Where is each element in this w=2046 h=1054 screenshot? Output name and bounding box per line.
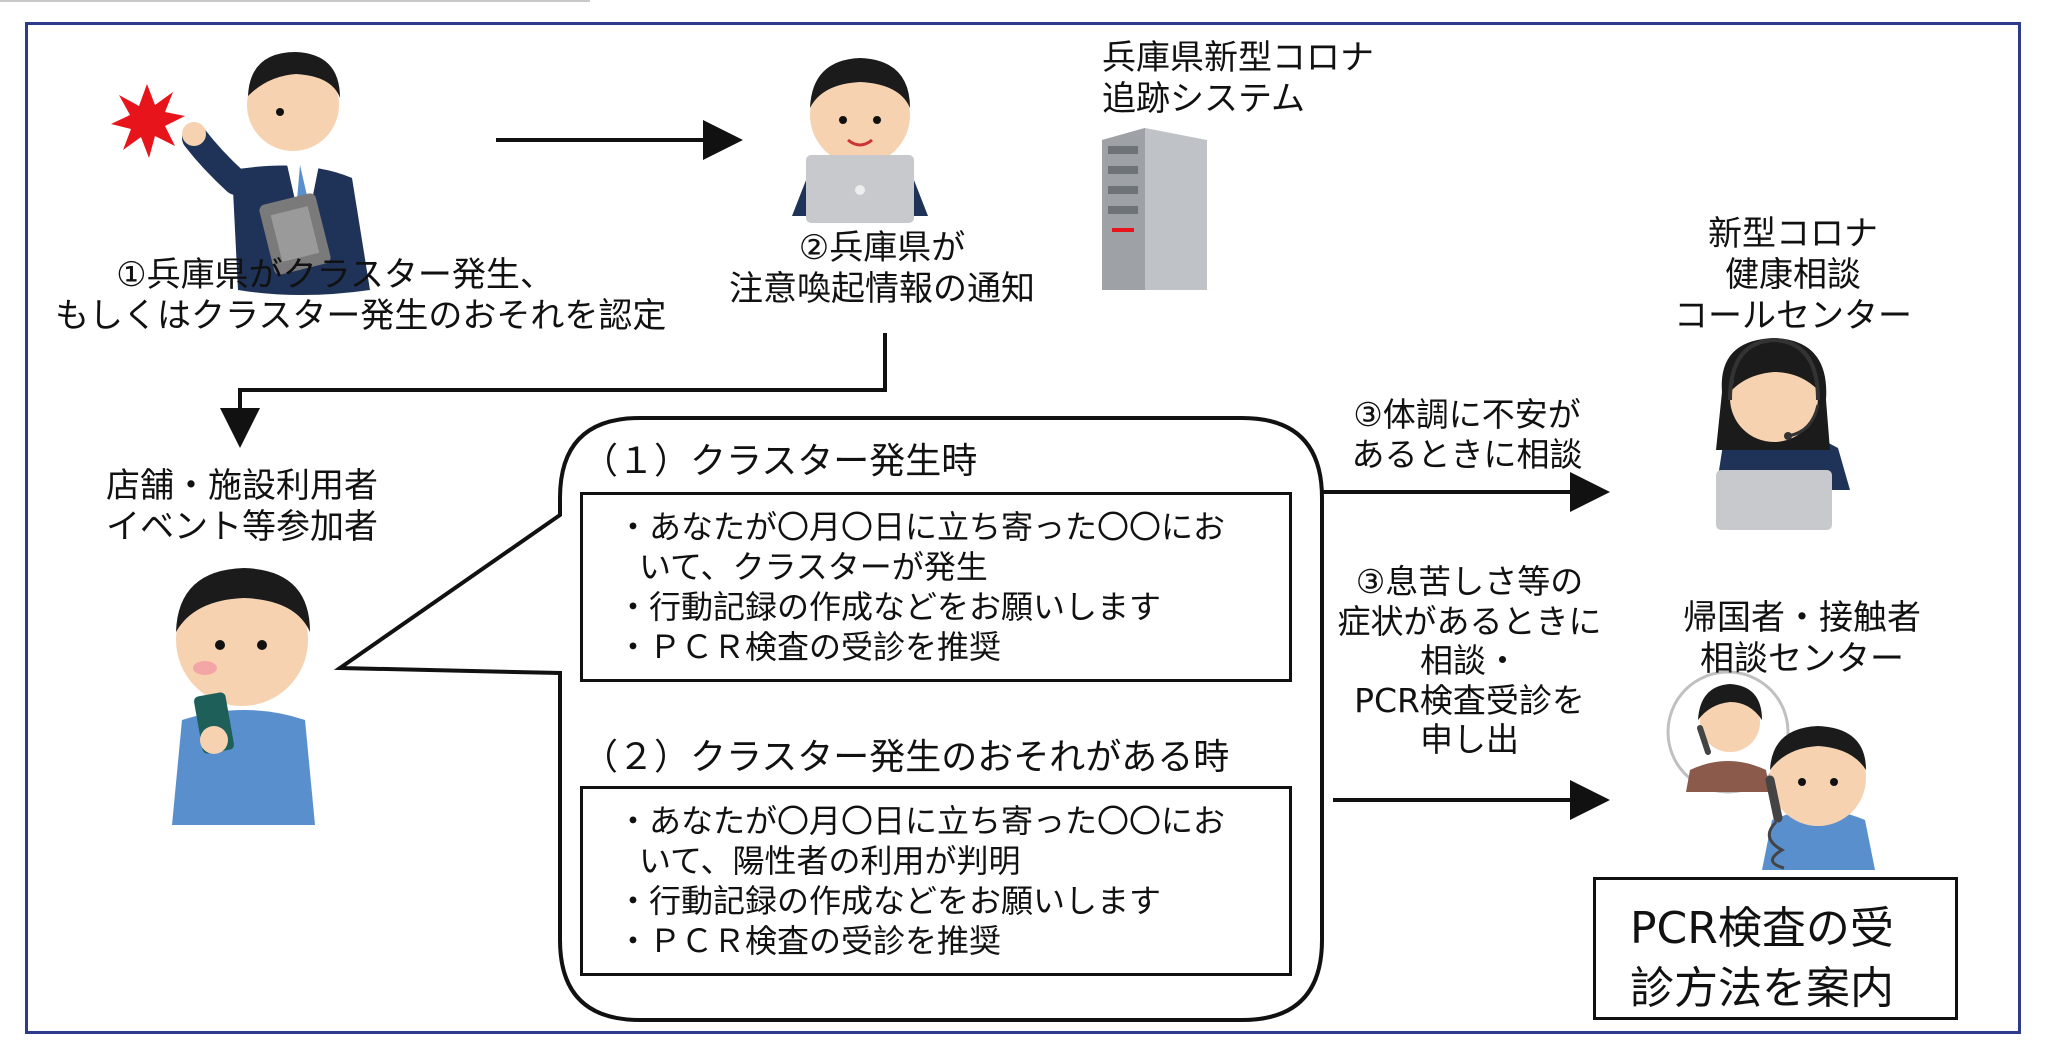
case2-line: ・あなたが〇月〇日に立ち寄った〇〇にお	[617, 802, 1226, 840]
red-burst-icon	[111, 84, 185, 158]
case1-message-box: ・あなたが〇月〇日に立ち寄った〇〇にお いて、クラスターが発生 ・行動記録の作成…	[580, 492, 1292, 682]
case2-line: ・行動記録の作成などをお願いします	[617, 882, 1162, 920]
arrow-step2-to-user	[220, 333, 887, 448]
pcr-guidance-line: PCR検査の受	[1630, 903, 1894, 954]
headset-operator-icon	[1716, 337, 1850, 530]
pointing-official-icon	[182, 52, 370, 295]
phone-consultation-icon	[1666, 670, 1875, 870]
case1-line: いて、クラスターが発生	[639, 548, 988, 586]
case1-title: （１）クラスター発生時	[582, 441, 978, 482]
laptop-worker-icon	[792, 58, 928, 223]
step2-label: ②兵庫県が注意喚起情報の通知	[729, 228, 1035, 309]
call-center-label: 新型コロナ健康相談コールセンター	[1674, 214, 1912, 336]
consult-symptoms-label: ③息苦しさ等の症状があるときに相談・PCR検査受診を申し出	[1337, 562, 1602, 760]
facility-user-label: 店舗・施設利用者イベント等参加者	[106, 466, 378, 547]
consult-anxiety-label: ③体調に不安があるときに相談	[1351, 395, 1583, 474]
case2-title: （２）クラスター発生のおそれがある時	[582, 737, 1230, 778]
returnee-center-label: 帰国者・接触者相談センター	[1683, 598, 1921, 679]
diagram-frame	[25, 22, 2021, 1034]
tracking-system-label: 兵庫県新型コロナ追跡システム	[1102, 38, 1374, 119]
case2-message-box: ・あなたが〇月〇日に立ち寄った〇〇にお いて、陽性者の利用が判明 ・行動記録の作…	[580, 786, 1292, 976]
case1-line: ・行動記録の作成などをお願いします	[617, 588, 1162, 626]
smartphone-user-icon	[172, 568, 315, 825]
case1-line: ・ＰＣＲ検査の受診を推奨	[617, 628, 1002, 666]
pcr-guidance-line: 診方法を案内	[1630, 963, 1894, 1014]
case2-line: いて、陽性者の利用が判明	[639, 842, 1021, 880]
server-tower-icon	[1102, 128, 1207, 290]
case2-line: ・ＰＣＲ検査の受診を推奨	[617, 922, 1002, 960]
top-rule	[0, 0, 590, 2]
case1-line: ・あなたが〇月〇日に立ち寄った〇〇にお	[617, 508, 1226, 546]
step1-label: ①兵庫県がクラスター発生、もしくはクラスター発生のおそれを認定	[55, 255, 667, 336]
pcr-guidance-box: PCR検査の受 診方法を案内	[1593, 877, 1958, 1020]
